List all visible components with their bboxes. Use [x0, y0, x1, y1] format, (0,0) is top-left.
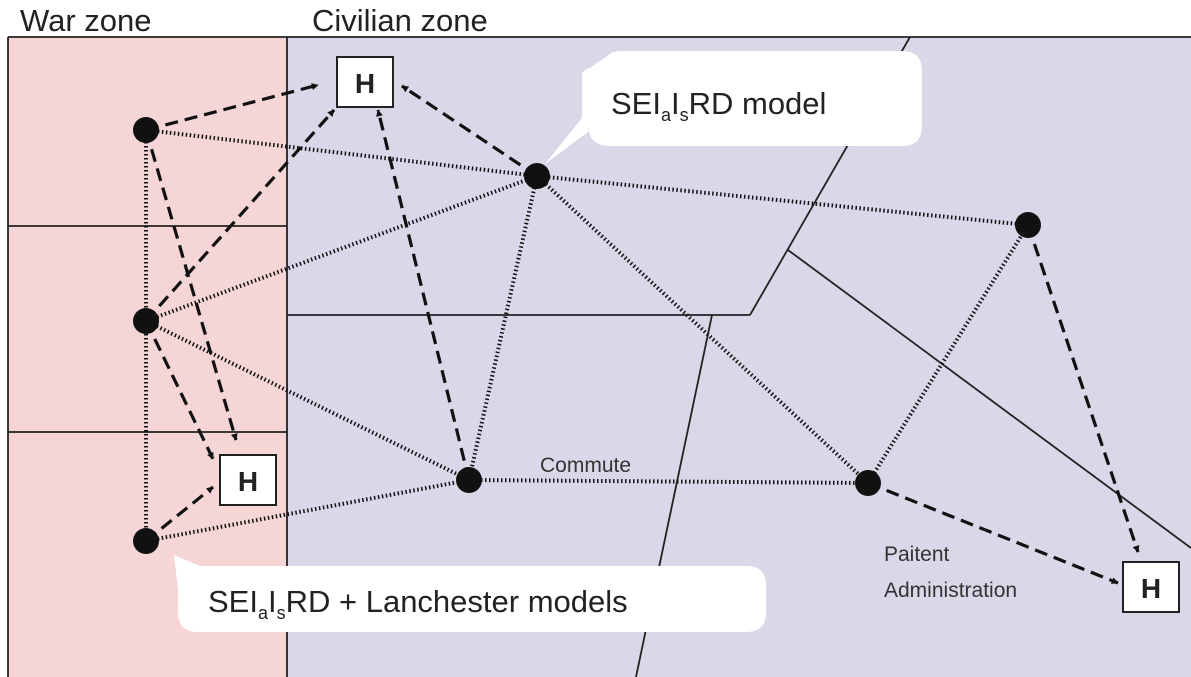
hospital-letter: H: [1141, 573, 1161, 604]
hospital-letter: H: [238, 466, 258, 497]
hospital-letter: H: [355, 68, 375, 99]
civilian-zone-label: Civilian zone: [312, 3, 488, 38]
callout-seiaisrd-model: SEIaIsRD model: [545, 51, 922, 164]
node-war-middle: [133, 308, 159, 334]
node-civ-center-top: [524, 163, 550, 189]
node-civ-center-bottom: [456, 467, 482, 493]
callout-seiaisrd-lanchester: SEIaIsRD + Lanchester models: [174, 555, 766, 632]
commute-label: Commute: [540, 454, 631, 477]
hospital-top: H: [336, 56, 394, 108]
patient-admin-label-line1: Paitent: [884, 543, 950, 566]
hospital-war-zone: H: [219, 454, 277, 506]
commute-links: [144, 128, 1030, 543]
war-zone-label: War zone: [20, 3, 152, 38]
patient-admin-arrows: [144, 83, 1140, 585]
callout-bottom-text: SEIaIsRD + Lanchester models: [208, 584, 628, 623]
nodes: [133, 117, 1041, 554]
node-civ-right-top: [1015, 212, 1041, 238]
node-war-top: [133, 117, 159, 143]
hospital-bottom-right: H: [1122, 561, 1180, 613]
node-civ-right-bottom: [855, 470, 881, 496]
node-war-bottom: [133, 528, 159, 554]
patient-admin-label-line2: Administration: [884, 579, 1017, 602]
callout-top-text: SEIaIsRD model: [611, 86, 826, 125]
